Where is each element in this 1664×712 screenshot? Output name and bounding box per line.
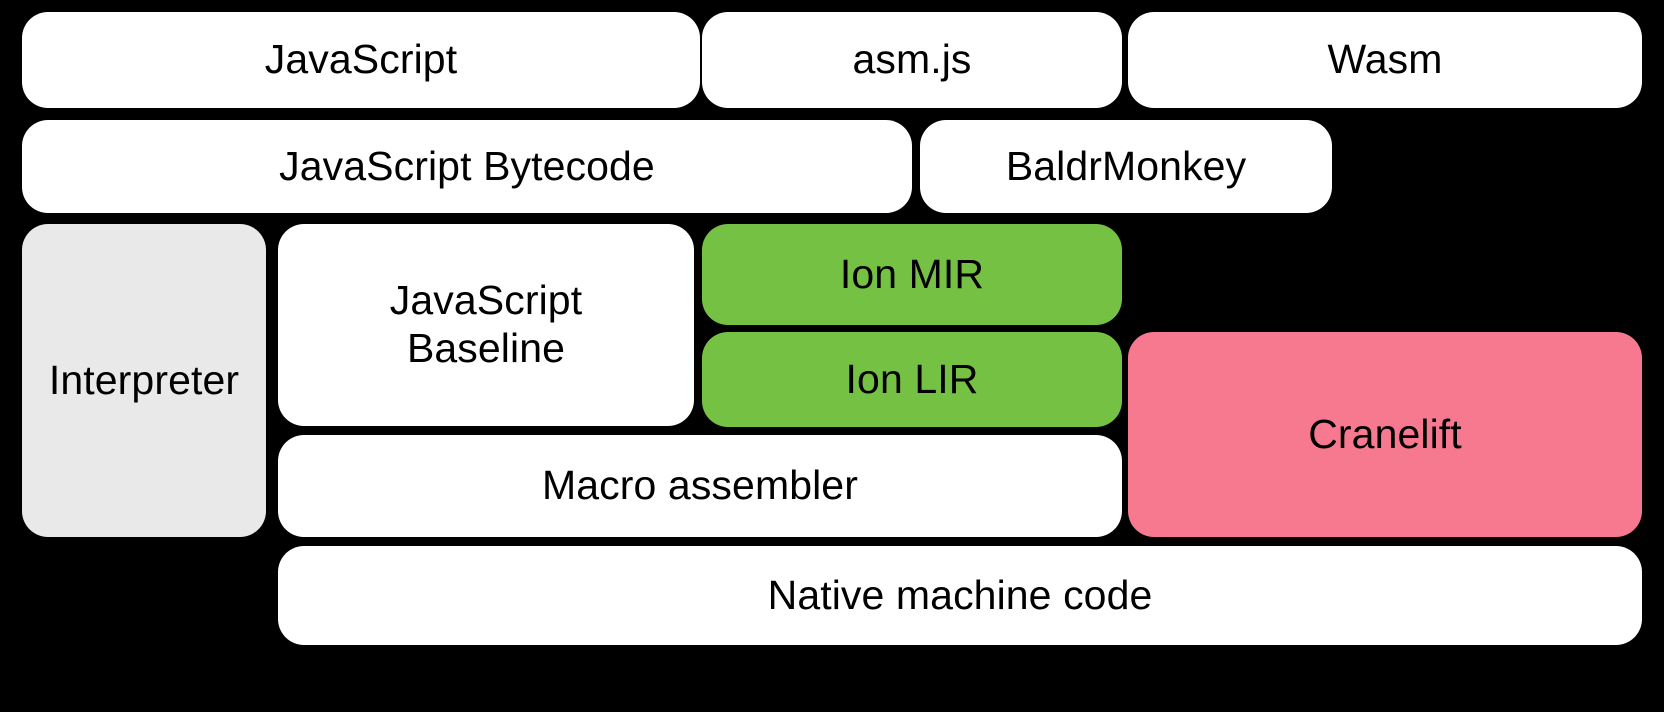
node-javascript-baseline[interactable]: JavaScript Baseline bbox=[278, 224, 694, 426]
node-interpreter[interactable]: Interpreter bbox=[22, 224, 266, 537]
node-cranelift[interactable]: Cranelift bbox=[1128, 332, 1642, 537]
node-javascript[interactable]: JavaScript bbox=[22, 12, 700, 108]
node-wasm[interactable]: Wasm bbox=[1128, 12, 1642, 108]
node-asmjs[interactable]: asm.js bbox=[702, 12, 1122, 108]
node-baldrmonkey[interactable]: BaldrMonkey bbox=[920, 120, 1332, 213]
node-ion-lir[interactable]: Ion LIR bbox=[702, 332, 1122, 427]
node-native-machine-code[interactable]: Native machine code bbox=[278, 546, 1642, 645]
node-macro-assembler[interactable]: Macro assembler bbox=[278, 435, 1122, 537]
node-javascript-bytecode[interactable]: JavaScript Bytecode bbox=[22, 120, 912, 213]
node-ion-mir[interactable]: Ion MIR bbox=[702, 224, 1122, 325]
